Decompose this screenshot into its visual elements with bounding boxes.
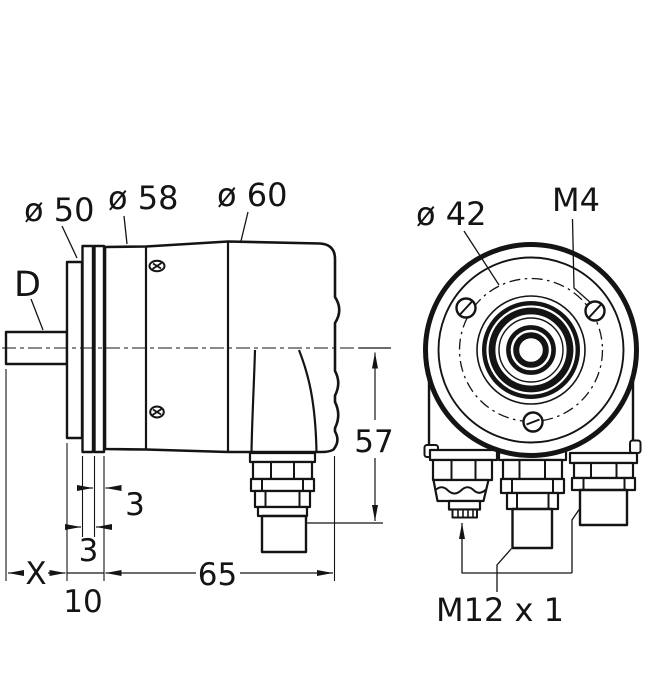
shaft-bore [513,332,549,368]
m4-hole-upper-left [455,297,477,319]
label-bolt-circle: ø 42 [416,195,500,286]
m4-hole-bottom [522,411,544,433]
label-rear-diameter: ø 60 [217,176,287,244]
screw-top-icon [148,259,166,273]
dim-text-3-front: 3 [79,533,99,569]
label-m12: M12 x 1 [436,507,582,629]
label-text-shaft: D [14,265,41,305]
screw-bottom-icon [149,405,165,419]
label-text-m4: M4 [552,181,600,219]
dim-text-65: 65 [198,557,237,593]
connector-m12-side [248,451,317,554]
housing-right-tab [629,439,642,454]
label-text-dia58: ø 58 [108,179,178,217]
dim-text-10: 10 [63,584,102,620]
connector-funnel-right [297,349,318,453]
connector-m12-right [568,451,639,527]
mounting-flange [65,260,84,440]
shaft-hub [476,295,586,405]
clamp-disc-rear [93,244,106,454]
dimension-axis-to-connector: 57 [307,347,394,524]
encoder-body [103,240,341,454]
dim-text-57: 57 [354,424,393,460]
label-flange-diameter: ø 50 [24,191,94,259]
label-text-m12: M12 x 1 [436,591,564,629]
dimension-shaft-length: X [8,556,66,592]
cable-gland [428,448,499,519]
label-text-dia42: ø 42 [416,195,486,233]
extension-lines [5,369,336,581]
connector-m12-middle [497,448,568,550]
dimension-disc-rear: 3 [77,485,145,523]
m4-hole-upper-right [584,300,606,322]
label-text-dia60: ø 60 [217,176,287,214]
label-front-diameter: ø 58 [108,179,178,245]
front-view: ø 42 M4 M12 x 1 [416,181,642,629]
side-view: X 10 65 3 3 5 [2,176,394,620]
clamp-disc-front [81,244,95,454]
label-text-dia50: ø 50 [24,191,94,229]
connector-funnel-left [250,349,257,453]
bolt-circle [458,277,604,423]
dim-text-3-rear: 3 [125,487,145,523]
dim-text-x: X [25,556,46,592]
dimension-housing-length: 65 [105,557,333,593]
dimension-flange-depth: 10 [63,572,104,620]
flange-face-circle [437,256,625,444]
label-shaft: D [14,265,44,331]
dimension-disc-front: 3 [65,524,112,569]
label-m4: M4 [552,181,600,304]
